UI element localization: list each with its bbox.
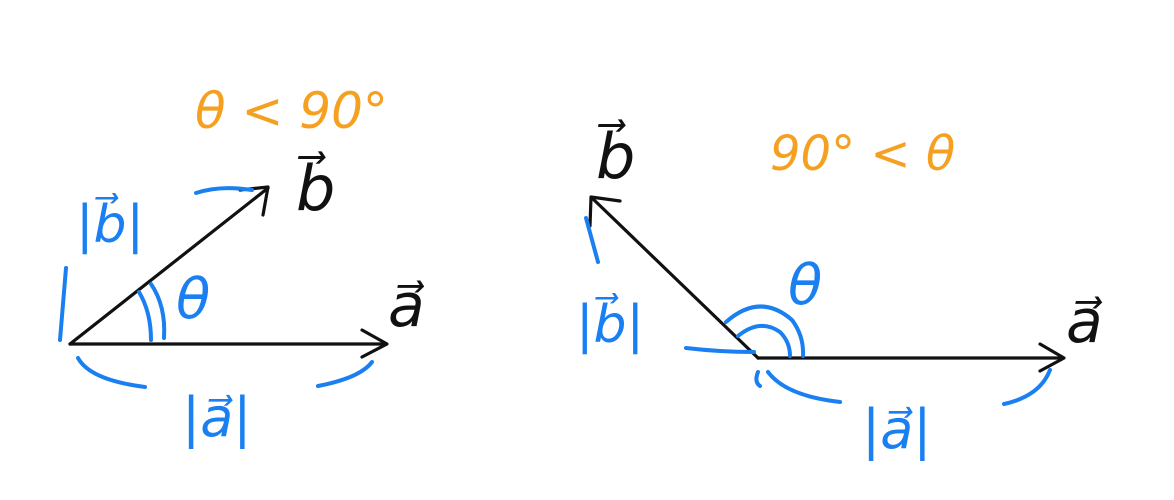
right-angle-arc-outer xyxy=(724,304,806,358)
left-vector-b-label: b⃗ xyxy=(296,152,335,225)
left-magnitude-a-brace xyxy=(76,356,374,389)
right-magnitude-b-label: |b⃗| xyxy=(576,293,644,355)
right-angle-tail xyxy=(754,370,762,388)
left-condition-label: θ < 90° xyxy=(195,82,388,140)
left-vector-a-label: a⃗ xyxy=(388,271,425,341)
right-diagram: 90° < θ b⃗ a⃗ θ |b⃗| |a⃗| xyxy=(576,120,1103,461)
right-magnitude-b-brace xyxy=(584,216,756,354)
right-vector-a-label: a⃗ xyxy=(1066,287,1103,357)
right-magnitude-a-label: |a⃗| xyxy=(862,398,931,461)
right-vector-b-line xyxy=(590,196,760,360)
right-magnitude-a-brace xyxy=(766,368,1052,406)
right-vector-a-arrowhead xyxy=(1038,342,1066,373)
left-magnitude-b-brace xyxy=(58,186,254,342)
right-vector-b-label: b⃗ xyxy=(596,120,635,193)
left-magnitude-b-label: |b⃗| xyxy=(76,193,144,255)
left-angle-label: θ xyxy=(176,267,210,332)
right-vector-b-arrowhead xyxy=(588,195,622,228)
left-angle-arc-outer xyxy=(149,282,167,340)
left-magnitude-a-label: |a⃗| xyxy=(182,386,251,449)
left-angle-arc-inner xyxy=(137,290,153,342)
right-angle-label: θ xyxy=(788,253,822,318)
right-condition-label: 90° < θ xyxy=(770,126,955,182)
left-diagram: θ < 90° b⃗ a⃗ θ |b⃗| |a⃗| xyxy=(58,82,425,449)
left-vector-b-line xyxy=(68,186,270,346)
right-angle-arc-inner xyxy=(736,324,792,358)
left-vector-a-arrowhead xyxy=(360,328,389,359)
